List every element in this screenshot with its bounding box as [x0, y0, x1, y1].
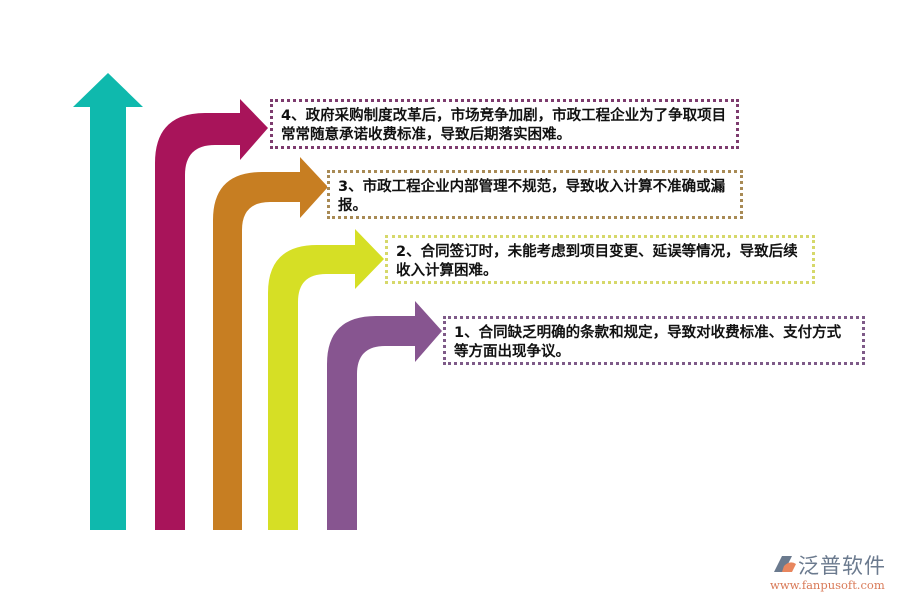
yellow-arrow: [268, 229, 384, 530]
teal-arrow: [73, 73, 143, 530]
logo-name: 泛普软件: [798, 554, 886, 578]
item-2-box: 2、合同签订时，未能考虑到项目变更、延误等情况，导致后续收入计算困难。: [385, 235, 815, 284]
item-3-text: 3、市政工程企业内部管理不规范，导致收入计算不准确或漏报。: [338, 179, 726, 214]
item-1-box: 1、合同缺乏明确的条款和规定，导致对收费标准、支付方式等方面出现争议。: [443, 316, 865, 365]
brand-logo: 泛普软件 www.fanpusoft.com: [768, 550, 898, 596]
magenta-arrow: [155, 99, 268, 530]
item-2-text: 2、合同签订时，未能考虑到项目变更、延误等情况，导致后续收入计算困难。: [396, 244, 798, 279]
logo-icon: [774, 556, 796, 572]
logo-url: www.fanpusoft.com: [770, 578, 885, 592]
item-3-box: 3、市政工程企业内部管理不规范，导致收入计算不准确或漏报。: [327, 170, 743, 219]
purple-arrow: [327, 301, 442, 530]
item-1-text: 1、合同缺乏明确的条款和规定，导致对收费标准、支付方式等方面出现争议。: [454, 325, 842, 360]
orange-arrow: [213, 157, 328, 530]
item-4-box: 4、政府采购制度改革后，市场竞争加剧，市政工程企业为了争取项目常常随意承诺收费标…: [270, 99, 739, 149]
item-4-text: 4、政府采购制度改革后，市场竞争加剧，市政工程企业为了争取项目常常随意承诺收费标…: [281, 108, 727, 143]
